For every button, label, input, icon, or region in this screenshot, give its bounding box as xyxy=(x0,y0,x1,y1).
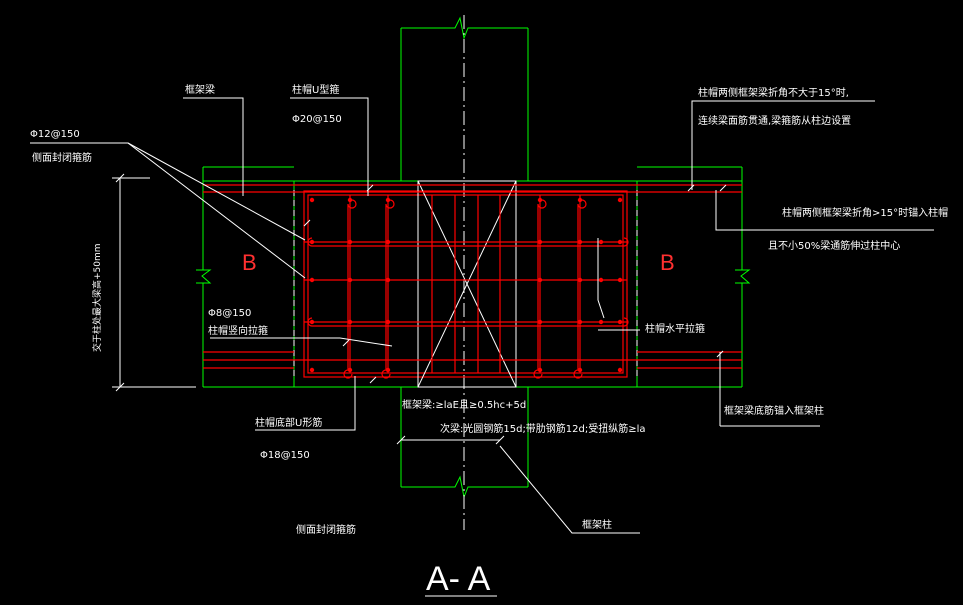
section-mark-right: B xyxy=(660,250,675,275)
label-tie-spec: Φ8@150 xyxy=(208,308,251,319)
label-cap-u-stirrup: 柱帽U型箍 xyxy=(292,83,339,96)
label-frame-column: 框架柱 xyxy=(582,518,612,531)
rebar-dots xyxy=(309,197,623,373)
label-side-stirrup: 侧面封闭箍筋 xyxy=(32,151,92,164)
label-side-closed-stirrup: 侧面封闭箍筋 xyxy=(296,523,356,536)
label-side-stirrup-spec: Φ12@150 xyxy=(30,129,80,140)
label-cap-bottom-u: 柱帽底部U形筋 xyxy=(255,416,322,429)
rebar-cage xyxy=(203,180,742,388)
rebar-ticks xyxy=(303,184,727,384)
centerlines xyxy=(112,15,638,530)
label-frame-beam: 框架梁 xyxy=(185,83,215,96)
label-bend-note-1: 柱帽两侧框架梁折角不大于15°时, xyxy=(698,86,849,99)
label-cap-horizontal-tie: 柱帽水平拉箍 xyxy=(645,322,705,335)
leader-lines xyxy=(30,97,934,597)
label-bend-note-2: 连续梁面筋贯通,梁箍筋从柱边设置 xyxy=(698,114,851,127)
section-title: A- A xyxy=(426,560,491,598)
label-cap-vertical-tie: 柱帽竖向拉箍 xyxy=(208,324,268,337)
label-anchor-note-1: 柱帽两侧框架梁折角>15°时锚入柱帽 xyxy=(782,206,948,219)
label-anchor-note-2: 且不小50%梁通筋伸过柱中心 xyxy=(768,239,900,252)
label-anchor-rule-2: 次梁:光圆钢筋15d;带肋钢筋12d;受扭纵筋≥la xyxy=(440,422,646,435)
label-anchor-rule-1: 框架梁:≥laE且≥0.5hc+5d xyxy=(402,398,526,411)
label-cap-u-stirrup-spec: Φ20@150 xyxy=(292,114,342,125)
label-cap-bottom-u-spec: Φ18@150 xyxy=(260,450,310,461)
section-mark-left: B xyxy=(242,250,257,275)
label-frame-beam-bottom: 框架梁底筋锚入框架柱 xyxy=(724,404,824,417)
label-height-note: 交于柱处最大梁高+50mm xyxy=(91,243,103,352)
